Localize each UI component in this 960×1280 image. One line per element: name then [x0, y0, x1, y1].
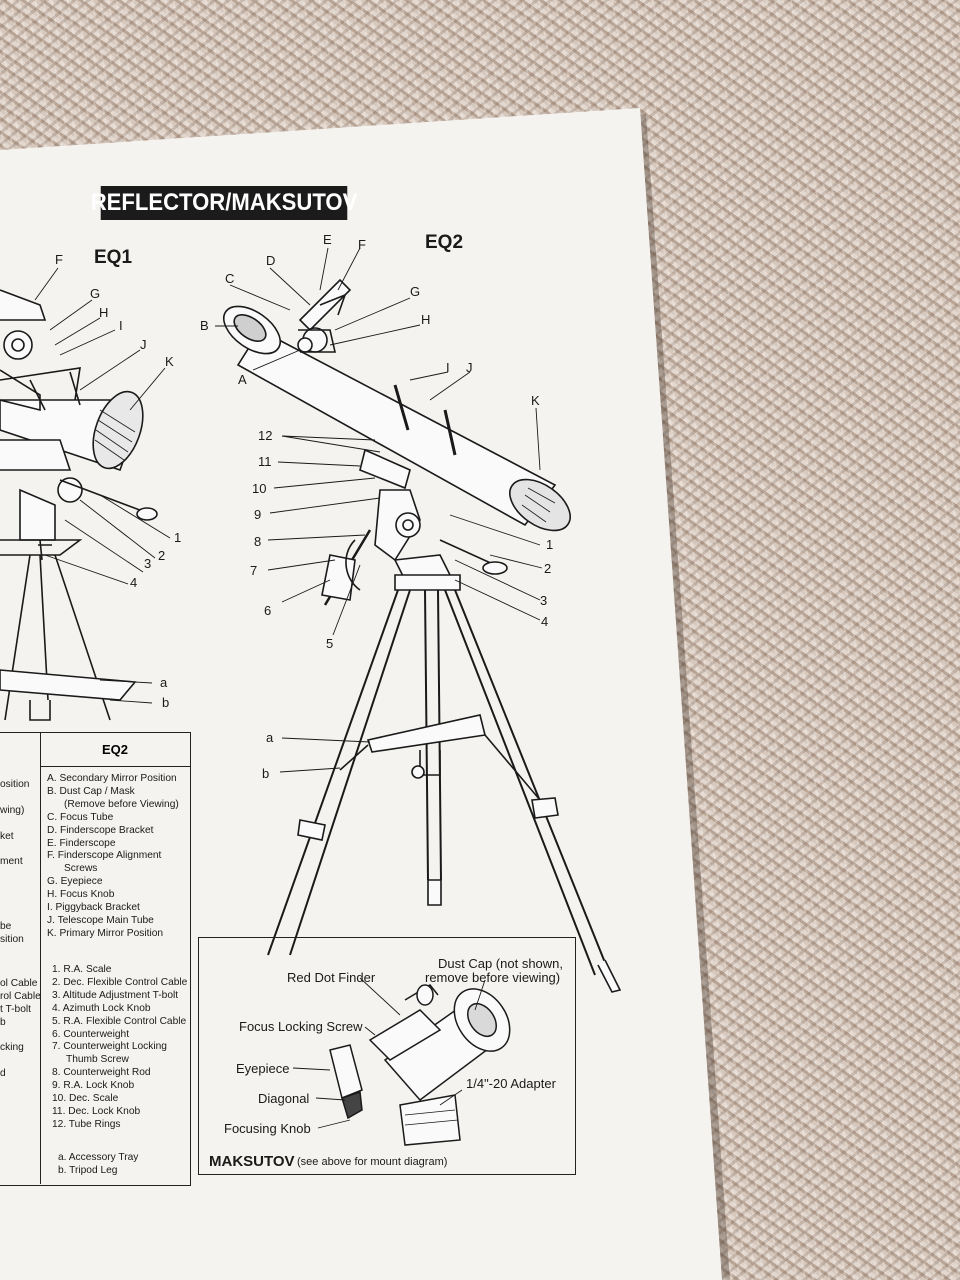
eq2-label-b: B — [200, 318, 209, 333]
eq1-label-h: H — [99, 305, 109, 320]
list-item: 12. Tube Rings — [52, 1118, 121, 1130]
eq2-telescope-drawing — [223, 278, 622, 993]
eq2-label-1: 1 — [546, 537, 554, 552]
eq1-label-a: a — [160, 675, 168, 690]
list-item: 9. R.A. Lock Knob — [52, 1080, 135, 1092]
parts-table-header: EQ2 — [40, 732, 190, 767]
list-item: 5. R.A. Flexible Control Cable — [52, 1015, 187, 1027]
list-item: 3. Altitude Adjustment T-bolt — [52, 989, 179, 1001]
eq2-label-8: 8 — [254, 534, 262, 549]
list-item: 11. Dec. Lock Knob — [52, 1105, 141, 1117]
eq1-label-k: K — [165, 354, 174, 369]
letter-parts-list: A. Secondary Mirror Position B. Dust Cap… — [47, 773, 179, 941]
number-parts-list: 1. R.A. Scale 2. Dec. Flexible Control C… — [52, 964, 187, 1132]
eq2-label-i: I — [446, 360, 450, 375]
focusing-knob-label: Focusing Knob — [224, 1121, 311, 1136]
eq1-cut-number-list: ol Cable rol Cable t T-bolt b cking d — [0, 977, 41, 1080]
list-item: H. Focus Knob — [47, 889, 115, 901]
eq2-label-9: 9 — [254, 507, 262, 522]
eq2-label-7: 7 — [250, 563, 258, 578]
eq2-label-g: G — [410, 284, 421, 299]
eq2-label-c: C — [225, 271, 235, 286]
eyepiece-label: Eyepiece — [236, 1061, 290, 1076]
eq2-label-11: 11 — [258, 454, 272, 469]
list-item: 10. Dec. Scale — [52, 1093, 119, 1105]
parts-table — [0, 732, 191, 1186]
eq2-label-d: D — [266, 253, 276, 268]
eq2-label-3: 3 — [540, 593, 548, 608]
list-item: I. Piggyback Bracket — [47, 902, 140, 914]
table-column-divider — [40, 732, 41, 1184]
list-item: 7. Counterweight Locking — [52, 1041, 167, 1053]
eq1-label-2: 2 — [158, 548, 166, 563]
focus-locking-screw-label: Focus Locking Screw — [239, 1019, 363, 1034]
eq2-label-12: 12 — [258, 428, 273, 443]
diagonal-label: Diagonal — [258, 1091, 310, 1106]
eq2-header: EQ2 — [425, 232, 464, 253]
list-item: 6. Counterweight — [52, 1028, 130, 1040]
list-item: 8. Counterweight Rod — [52, 1067, 151, 1079]
eq2-label-b-leg: b — [262, 766, 270, 781]
list-item: B. Dust Cap / Mask — [47, 785, 135, 797]
list-item: D. Finderscope Bracket — [47, 824, 154, 836]
eq2-label-h: H — [421, 312, 431, 327]
eq1-label-4: 4 — [130, 575, 138, 590]
eq1-label-3: 3 — [144, 556, 152, 571]
list-item: E. Finderscope — [47, 837, 116, 849]
eq2-label-10: 10 — [252, 481, 267, 496]
eq2-label-f: F — [358, 237, 366, 252]
list-item: 1. R.A. Scale — [52, 964, 112, 975]
eq1-label-j: J — [140, 337, 147, 352]
list-item: C. Focus Tube — [47, 811, 114, 823]
eq2-label-j: J — [466, 360, 473, 375]
page-title-banner: REFLECTOR/MAKSUTOV — [91, 186, 357, 220]
eq2-label-6: 6 — [264, 603, 272, 618]
list-item: 4. Azimuth Lock Knob — [52, 1002, 151, 1014]
adapter-label: 1/4"-20 Adapter — [466, 1076, 556, 1091]
maksutov-subtitle: (see above for mount diagram) — [297, 1156, 448, 1168]
eq1-label-i: I — [119, 318, 123, 333]
dust-cap-label-2: remove before viewing) — [425, 970, 561, 985]
eq1-label-g: G — [90, 286, 101, 301]
list-item: J. Telescope Main Tube — [47, 914, 154, 926]
list-item: Thumb Screw — [66, 1054, 129, 1066]
list-item: (Remove before Viewing) — [64, 798, 179, 810]
eq1-label-1: 1 — [174, 530, 182, 545]
eq2-label-4: 4 — [541, 614, 549, 629]
eq2-label-5: 5 — [326, 636, 334, 651]
list-item: F. Finderscope Alignment — [47, 850, 162, 862]
eq1-header: EQ1 — [94, 247, 133, 268]
maksutov-title: MAKSUTOV — [209, 1153, 295, 1170]
dust-cap-label: Dust Cap (not shown, — [438, 956, 564, 971]
maksutov-drawing — [292, 977, 511, 1146]
eq2-label-k: K — [531, 393, 540, 408]
eq1-label-b: b — [162, 695, 170, 710]
eq1-label-f: F — [55, 252, 63, 267]
list-item: a. Accessory Tray — [58, 1152, 139, 1163]
eq2-label-a: A — [238, 372, 247, 387]
list-item: 2. Dec. Flexible Control Cable — [52, 976, 188, 988]
eq1-telescope-drawing — [0, 289, 158, 721]
list-item: Screws — [64, 863, 98, 875]
tray-parts-list: a. Accessory Tray b. Tripod Leg — [58, 1152, 138, 1178]
list-item: G. Eyepiece — [47, 876, 103, 888]
eq2-label-2: 2 — [544, 561, 552, 576]
list-item: b. Tripod Leg — [58, 1164, 118, 1176]
eq1-cut-letter-list: osition wing) ket ment be sition — [0, 779, 30, 945]
eq2-label-a-tray: a — [266, 730, 274, 745]
list-item: A. Secondary Mirror Position — [47, 773, 177, 784]
eq2-label-e: E — [323, 232, 332, 247]
maksutov-panel — [198, 937, 576, 1175]
red-dot-finder-label: Red Dot Finder — [287, 970, 376, 985]
list-item: K. Primary Mirror Position — [47, 927, 164, 939]
